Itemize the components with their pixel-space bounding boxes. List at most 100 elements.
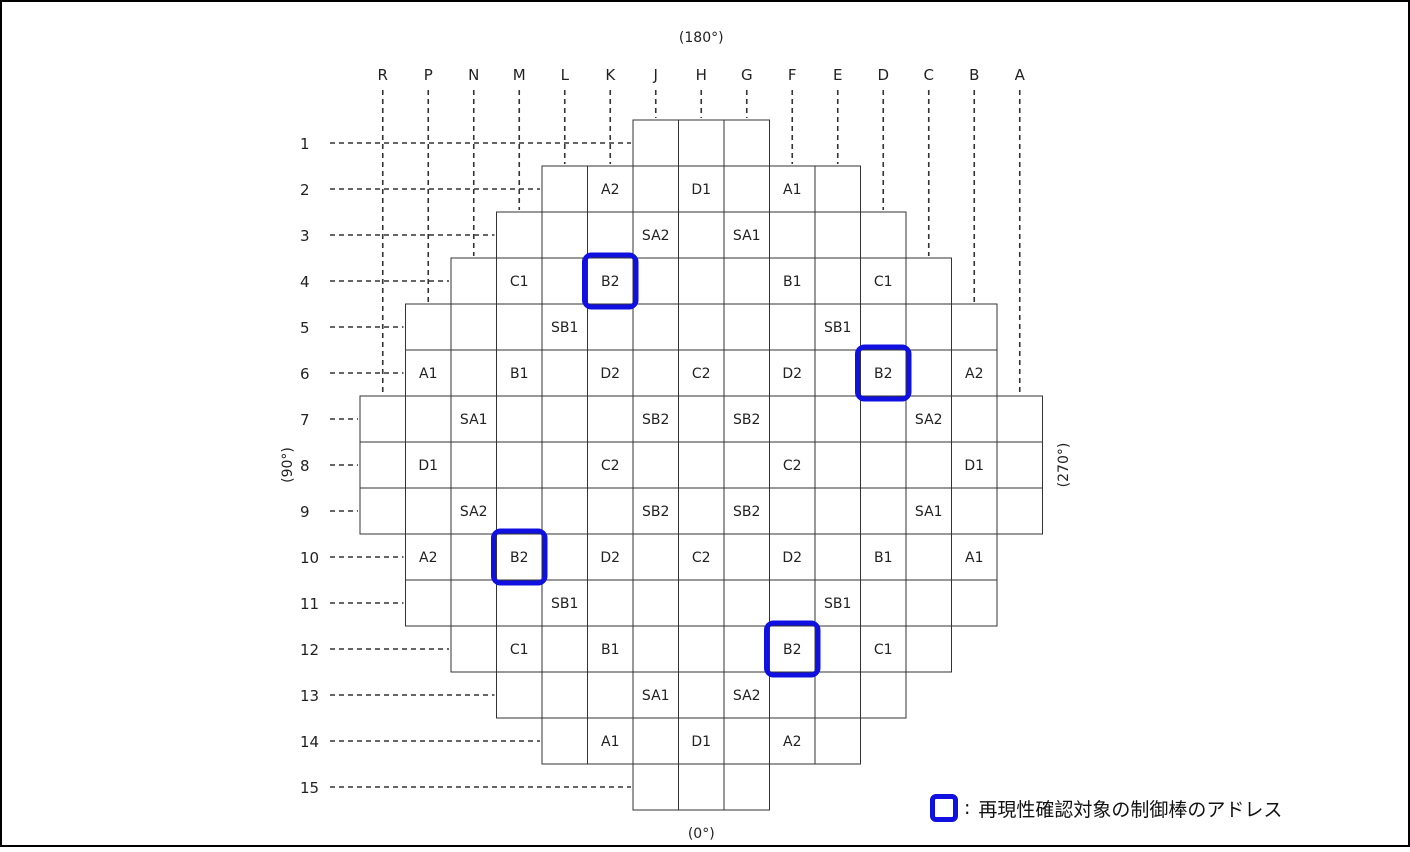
core-cell [405,579,452,627]
core-cell [860,671,907,719]
core-cell [951,395,998,443]
core-cell [541,717,588,765]
orientation-right: (270°) [1056,443,1072,488]
core-grid [359,119,1043,811]
column-letter-C: C [924,66,934,84]
rod-label-SA1: SA1 [642,688,670,704]
core-cell [678,395,725,443]
highlighted-rod-box [855,344,912,402]
core-cell [814,671,861,719]
row-number-8: 8 [300,457,310,475]
core-cell [723,165,770,213]
core-cell [678,211,725,259]
core-cell [587,303,634,351]
core-cell [860,579,907,627]
core-cell [541,211,588,259]
rod-label-SB1: SB1 [551,596,578,612]
rod-label-SA1: SA1 [460,412,488,428]
core-cell [541,165,588,213]
core-cell [632,119,679,167]
core-cell [678,625,725,673]
rod-label-SB2: SB2 [733,504,760,520]
column-letter-A: A [1015,66,1026,84]
core-cell [996,395,1043,443]
core-cell [860,441,907,489]
core-cell [496,441,543,489]
row-number-15: 15 [300,779,319,797]
column-letter-M: M [513,66,526,84]
core-cell [632,303,679,351]
row-number-1: 1 [300,135,310,153]
column-letter-P: P [424,66,433,84]
orientation-left: (90°) [280,447,296,483]
rod-label-D1: D1 [418,458,438,474]
core-cell [496,671,543,719]
rod-label-SA1: SA1 [733,228,761,244]
rod-label-SB2: SB2 [642,412,669,428]
row-number-7: 7 [300,411,310,429]
rod-label-SA2: SA2 [733,688,761,704]
rod-label-B1: B1 [510,366,529,382]
core-cell [723,257,770,305]
orientation-top: (180°) [679,30,724,46]
row-number-10: 10 [300,549,319,567]
rod-label-A1: A1 [419,366,437,382]
rod-label-A1: A1 [783,182,801,198]
core-cell [905,441,952,489]
legend-text: 再現性確認対象の制御棒のアドレス [978,798,1283,821]
core-cell [814,395,861,443]
core-cell [769,671,816,719]
core-cell [541,395,588,443]
rod-label-SA2: SA2 [460,504,488,520]
core-cell [450,533,497,581]
column-letter-G: G [741,66,753,84]
row-number-3: 3 [300,227,310,245]
core-cell [723,349,770,397]
core-cell [860,487,907,535]
rod-label-SB2: SB2 [733,412,760,428]
core-cell [496,303,543,351]
core-cell [678,579,725,627]
row-number-11: 11 [300,595,319,613]
column-letter-H: H [696,66,707,84]
core-cell [678,257,725,305]
core-cell [905,579,952,627]
core-cell [905,349,952,397]
column-letter-E: E [833,66,842,84]
column-letter-R: R [378,66,388,84]
column-letter-L: L [561,66,570,84]
core-cell [359,395,406,443]
rod-label-C2: C2 [783,458,802,474]
core-cell [359,487,406,535]
rod-label-SB2: SB2 [642,504,669,520]
core-cell [814,211,861,259]
core-cell [951,487,998,535]
rod-label-SA1: SA1 [915,504,943,520]
core-cell [723,533,770,581]
highlight-boxes [491,252,912,678]
rod-label-D1: D1 [964,458,984,474]
core-cell [860,395,907,443]
rod-label-B1: B1 [874,550,893,566]
row-number-2: 2 [300,181,310,199]
rod-label-B2: B2 [874,366,893,382]
core-cell [496,211,543,259]
core-cell [905,625,952,673]
core-cell [632,625,679,673]
core-cell [405,395,452,443]
core-cell [678,119,725,167]
core-cell [632,441,679,489]
core-cell [632,717,679,765]
rod-label-C1: C1 [874,642,893,658]
rod-label-D2: D2 [600,366,620,382]
core-cell [632,257,679,305]
core-cell [951,579,998,627]
core-cell [814,487,861,535]
rod-label-D1: D1 [691,182,711,198]
core-cell [860,303,907,351]
core-cell [450,625,497,673]
core-cell [814,165,861,213]
rod-label-SB1: SB1 [824,320,851,336]
